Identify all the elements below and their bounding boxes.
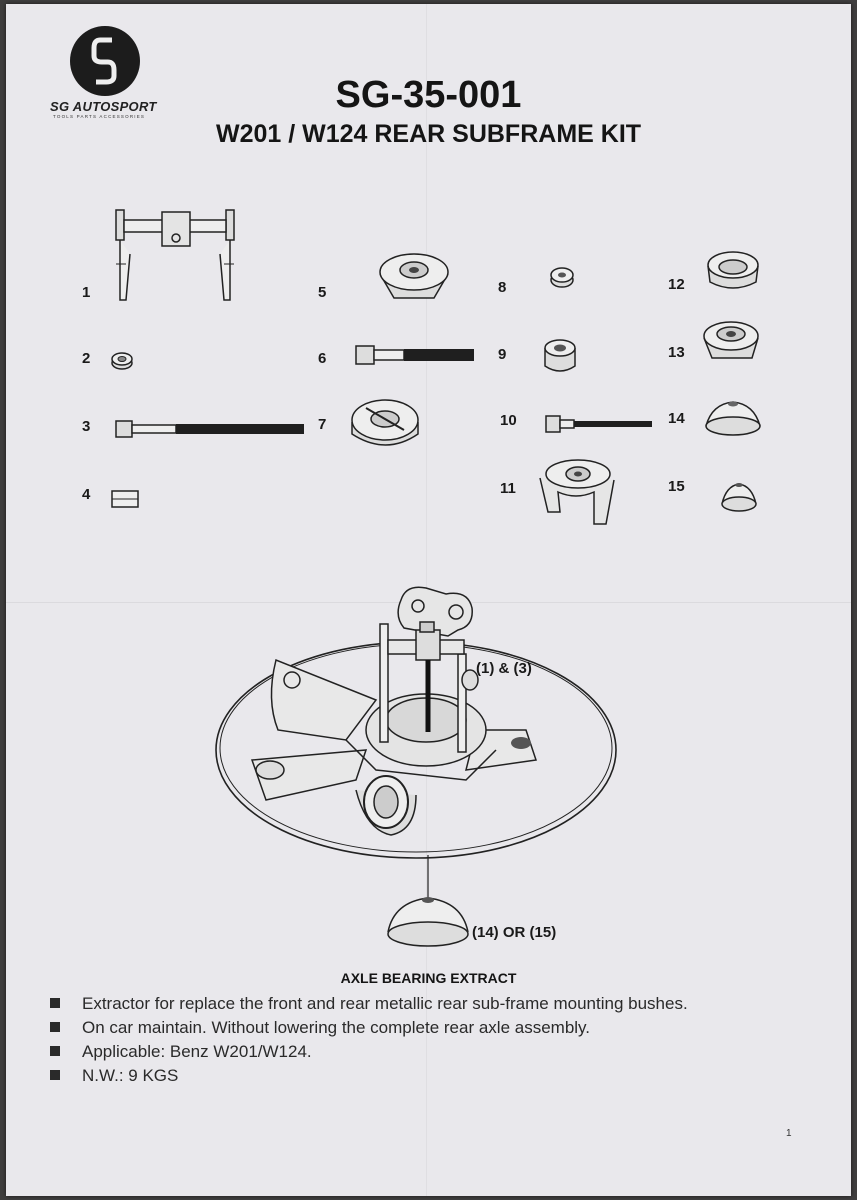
- brand-tagline: TOOLS PARTS ACCESSORIES: [53, 114, 146, 119]
- list-item: Extractor for replace the front and rear…: [50, 992, 688, 1016]
- part-number: 8: [498, 279, 507, 296]
- part-2-nut: [111, 352, 133, 370]
- part-number: 13: [668, 344, 685, 361]
- part-8-small-nut: [550, 267, 574, 288]
- instruction-sheet: SG AUTOSPORT TOOLS PARTS ACCESSORIES SG-…: [6, 4, 851, 1196]
- axle-bearing-assembly-diagram: [215, 586, 617, 947]
- part-number: 1: [82, 284, 91, 301]
- part-number: 5: [318, 284, 327, 301]
- part-7-adapter: [351, 399, 419, 446]
- bullet-square-icon: [50, 1022, 60, 1032]
- part-number: 4: [82, 486, 91, 503]
- part-number: 15: [668, 478, 685, 495]
- part-number: 9: [498, 346, 507, 363]
- diagram-callout-top: (1) & (3): [476, 660, 532, 677]
- diagram-callout-bottom: (14) OR (15): [472, 924, 557, 941]
- feature-list: Extractor for replace the front and rear…: [50, 992, 688, 1088]
- part-9-sleeve: [544, 339, 576, 372]
- part-13-stepped-cup: [703, 321, 759, 359]
- part-1-puller-frame: [115, 209, 235, 301]
- part-number: 2: [82, 350, 91, 367]
- page-number: 1: [786, 1128, 792, 1139]
- bullet-square-icon: [50, 1046, 60, 1056]
- list-item: On car maintain. Without lowering the co…: [50, 1016, 688, 1040]
- part-11-cup-bracket: [539, 459, 615, 525]
- part-number: 7: [318, 416, 327, 433]
- part-number: 14: [668, 410, 685, 427]
- list-item: Applicable: Benz W201/W124.: [50, 1040, 688, 1064]
- list-item-text: Applicable: Benz W201/W124.: [82, 1042, 312, 1061]
- brand-name: SG AUTOSPORT: [50, 99, 157, 114]
- part-3-long-bolt: [115, 420, 304, 438]
- bullet-square-icon: [50, 998, 60, 1008]
- part-10-thin-bolt: [545, 415, 652, 433]
- part-5-washer-plate: [379, 253, 449, 299]
- list-item: N.W.: 9 KGS: [50, 1064, 688, 1088]
- part-number: 6: [318, 350, 327, 367]
- part-number: 3: [82, 418, 91, 435]
- list-item-text: Extractor for replace the front and rear…: [82, 994, 688, 1013]
- list-item-text: On car maintain. Without lowering the co…: [82, 1018, 591, 1037]
- part-4-coupling-nut: [111, 490, 139, 508]
- bullet-square-icon: [50, 1070, 60, 1080]
- diagram-caption: AXLE BEARING EXTRACT: [340, 970, 517, 986]
- brand-logo-mark: [91, 37, 117, 85]
- part-number: 11: [500, 480, 516, 497]
- part-6-bolt: [355, 345, 474, 365]
- page-subtitle: W201 / W124 REAR SUBFRAME KIT: [215, 120, 642, 148]
- page-title: SG-35-001: [335, 74, 522, 116]
- brand-logo: [70, 26, 140, 96]
- part-14-dome: [705, 401, 761, 436]
- part-12-cup: [707, 251, 759, 289]
- list-item-text: N.W.: 9 KGS: [82, 1066, 179, 1085]
- part-number: 10: [500, 412, 517, 429]
- part-15-small-dome: [721, 483, 757, 512]
- part-number: 12: [668, 276, 685, 293]
